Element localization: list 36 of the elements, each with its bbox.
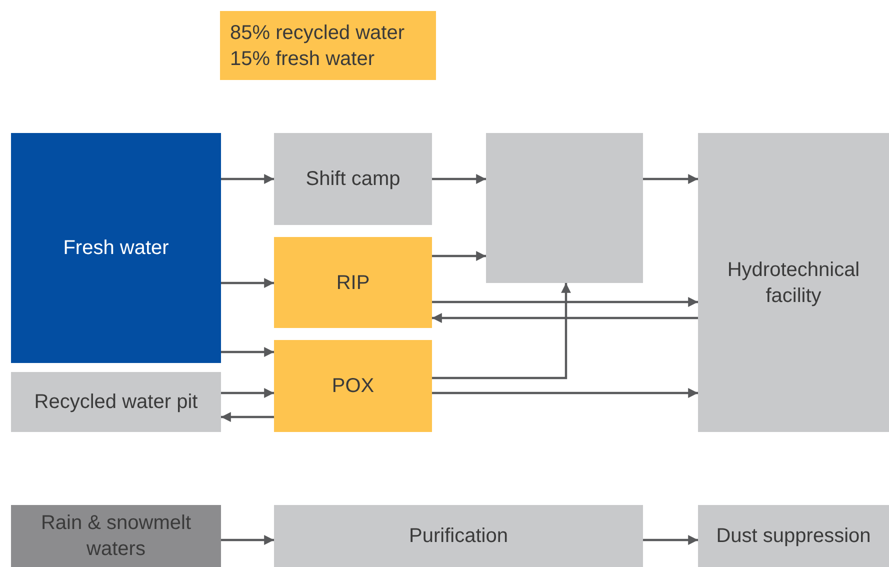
arrow: [221, 535, 274, 545]
node-label: 85% recycled water: [230, 20, 405, 46]
node-label: Shift camp: [306, 167, 400, 192]
node-label: Rain & snowmelt waters: [40, 511, 192, 562]
process-box: [698, 505, 889, 567]
arrow: [432, 388, 698, 398]
arrow: [432, 297, 698, 307]
note-box: [220, 11, 436, 80]
arrow: [221, 278, 274, 288]
arrow: [643, 174, 698, 184]
process-box: [11, 133, 221, 363]
node-label: Dust suppression: [716, 524, 871, 549]
node-label: Recycled water pit: [34, 390, 198, 415]
process-box: [274, 340, 432, 432]
process-box: [274, 505, 643, 567]
arrow: [221, 174, 274, 184]
arrow: [643, 535, 698, 545]
arrow: [221, 412, 274, 422]
process-box: [486, 133, 643, 283]
process-box: [274, 237, 432, 328]
arrow: [221, 347, 274, 357]
node-label: Purification: [409, 524, 508, 549]
process-box: [698, 133, 889, 432]
arrow: [432, 174, 486, 184]
arrow: [432, 251, 486, 261]
process-box: [11, 372, 221, 432]
node-label: RIP: [336, 270, 370, 296]
node-label: Fresh water: [63, 236, 169, 261]
arrow: [221, 388, 274, 398]
process-box: [274, 133, 432, 225]
node-label: POX: [332, 374, 374, 399]
node-label: Hydrotechnical facility: [726, 258, 861, 308]
arrow: [432, 283, 571, 380]
process-box: [11, 505, 221, 567]
arrow: [432, 313, 698, 323]
node-label: 15% fresh water: [230, 46, 375, 72]
